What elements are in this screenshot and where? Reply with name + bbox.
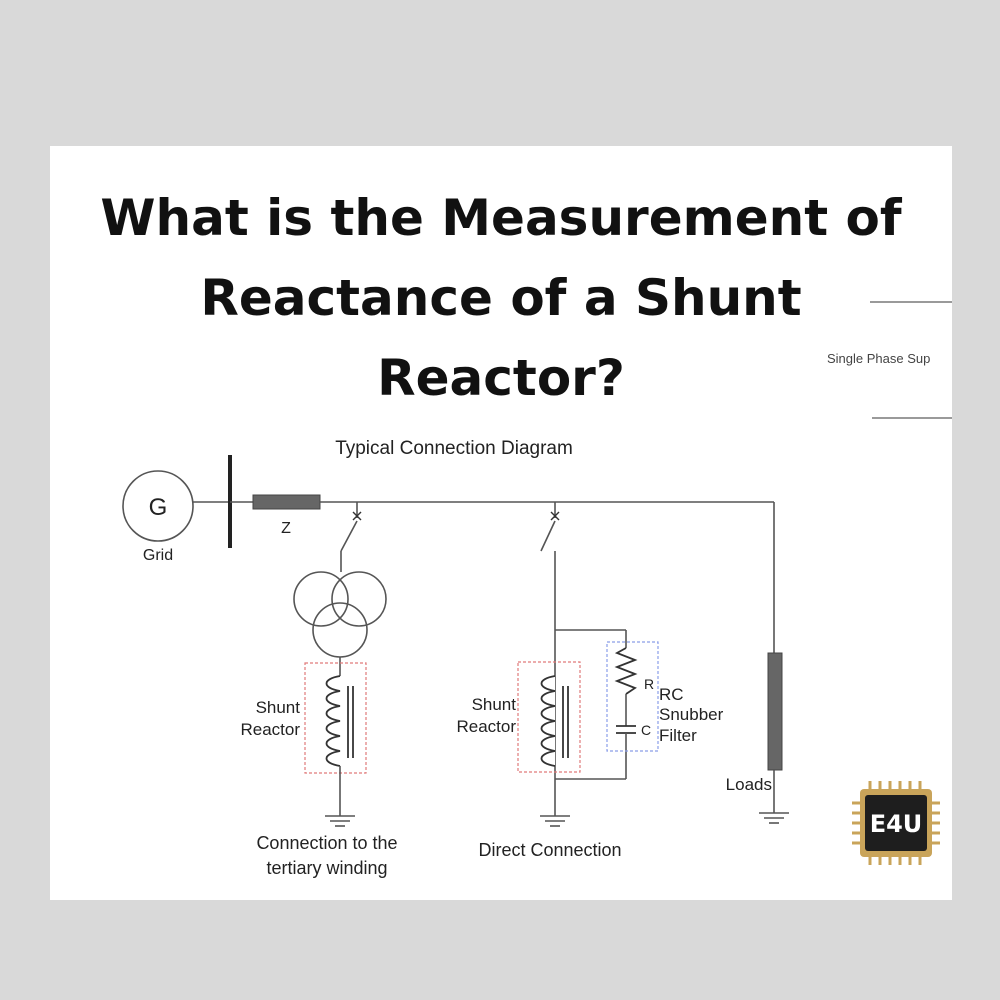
resistor-label: R [644,676,654,692]
side-caption: Single Phase Sup [827,351,931,366]
left-caption-1: Connection to the [256,833,397,853]
page-title: What is the Measurement of Reactance of … [50,178,952,418]
loads-label: Loads [726,775,772,794]
left-reactor-label-2: Reactor [240,720,300,739]
middle-reactor-coil [540,675,556,767]
left-switch [340,502,362,572]
middle-switch [540,502,560,552]
title-line-2: Reactance of a Shunt [200,269,802,327]
left-reactor-coil [325,675,341,767]
three-winding-transformer [293,571,387,658]
filter-label-2: Snubber [659,705,724,724]
middle-reactor-box [517,661,581,773]
impedance-z [252,494,321,510]
middle-reactor-label-2: Reactor [456,717,516,736]
connection-diagram: Typical Connection Diagram G Grid Z [122,438,789,878]
capacitor-label: C [641,722,651,738]
middle-caption: Direct Connection [478,840,621,860]
side-divider-bottom [872,417,952,419]
title-line-3: Reactor? [377,349,625,407]
logo-text: E4U [870,810,923,838]
content-card: What is the Measurement of Reactance of … [50,146,952,900]
loads-element [767,652,783,771]
middle-reactor-label-1: Shunt [472,695,517,714]
side-divider-top [870,301,952,303]
filter-label-3: Filter [659,726,697,745]
loads-ground-symbol [759,812,789,824]
diagram-heading: Typical Connection Diagram [335,438,573,459]
generator-letter: G [149,494,168,521]
left-ground-symbol [325,815,355,827]
left-caption-2: tertiary winding [266,858,387,878]
left-reactor-label-1: Shunt [256,698,301,717]
middle-ground-symbol [540,815,570,827]
left-reactor-box [304,662,367,774]
title-line-1: What is the Measurement of [100,189,902,247]
impedance-label: Z [281,520,291,537]
e4u-logo: E4U [852,781,940,865]
rc-filter-box [606,641,659,752]
grid-label: Grid [143,547,173,564]
generator-symbol [122,470,194,542]
filter-label-1: RC [659,685,684,704]
resistor-r [614,647,638,695]
